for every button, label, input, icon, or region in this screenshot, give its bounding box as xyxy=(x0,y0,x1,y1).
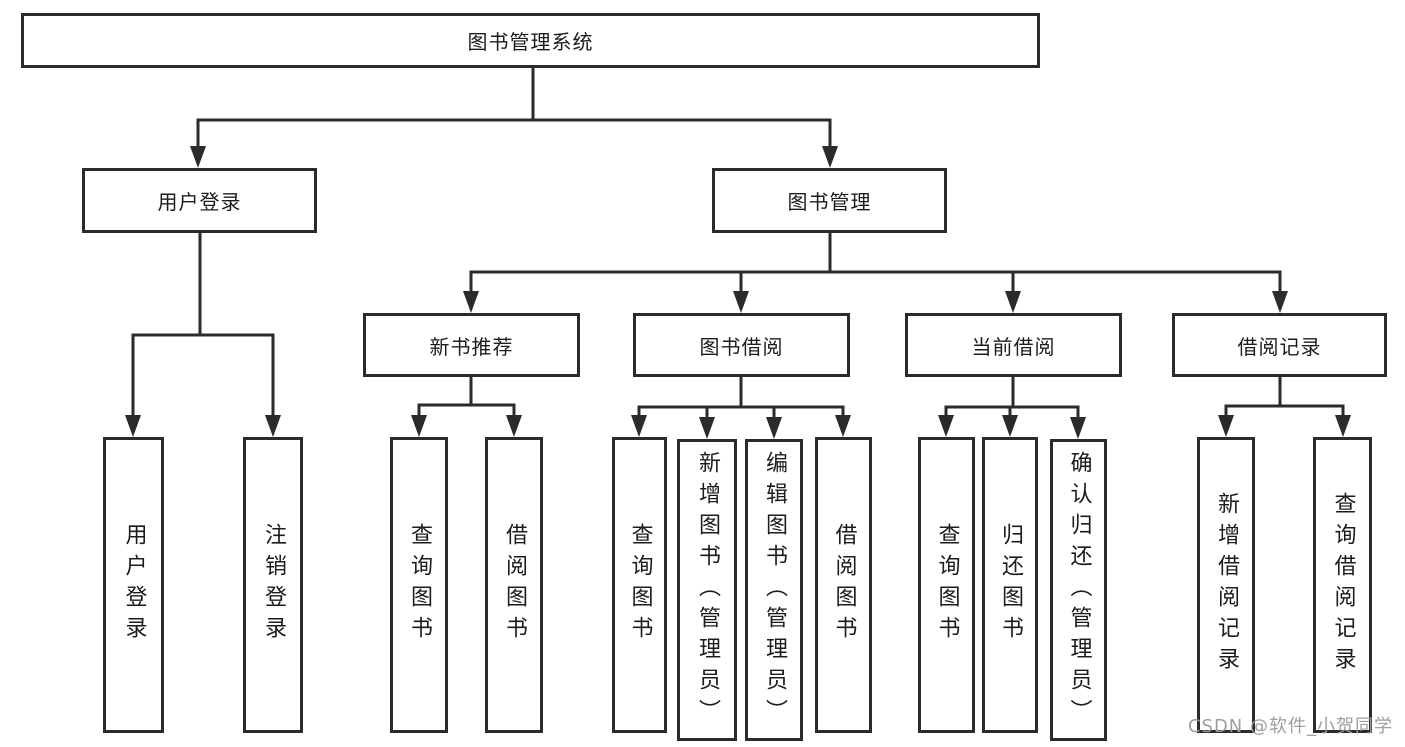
leaf-label: 查询图书 xyxy=(627,523,653,647)
watermark: CSDN @软件_小贺同学 xyxy=(1187,716,1393,737)
leaf-add-borrow-record: 新增借阅记录 xyxy=(1197,437,1255,733)
leaf-label: 确认归还（管理员） xyxy=(1066,450,1092,730)
node-label: 图书管理系统 xyxy=(467,30,594,54)
leaf-logout: 注销登录 xyxy=(243,437,303,733)
node-borrowing-records: 借阅记录 xyxy=(1172,313,1387,377)
leaf-label: 归还图书 xyxy=(998,523,1023,647)
leaf-label: 查询借阅记录 xyxy=(1330,492,1356,678)
leaf-edit-books-admin: 编辑图书（管理员） xyxy=(745,439,803,741)
node-book-borrowing: 图书借阅 xyxy=(633,313,850,377)
edge-current-borrow-branches xyxy=(944,405,1080,417)
leaf-query-books-borrowing: 查询图书 xyxy=(612,437,667,733)
leaf-label: 借阅图书 xyxy=(831,523,857,647)
leaf-add-books-admin: 新增图书（管理员） xyxy=(677,439,737,741)
leaf-confirm-return-admin: 确认归还（管理员） xyxy=(1050,439,1107,741)
leaf-label: 新增图书（管理员） xyxy=(695,450,720,730)
node-library-system: 图书管理系统 xyxy=(21,13,1040,68)
leaf-query-borrow-record: 查询借阅记录 xyxy=(1313,437,1372,733)
node-new-book-recommend: 新书推荐 xyxy=(363,313,580,377)
node-user-login: 用户登录 xyxy=(82,168,317,233)
leaf-borrow-books-borrowing: 借阅图书 xyxy=(815,437,872,733)
leaf-label: 借阅图书 xyxy=(502,523,527,647)
leaf-borrow-books-recommend: 借阅图书 xyxy=(485,437,543,733)
node-current-borrowing: 当前借阅 xyxy=(905,313,1122,377)
leaf-label: 新增借阅记录 xyxy=(1214,492,1239,678)
node-label: 用户登录 xyxy=(157,190,242,214)
edge-new-book-branches xyxy=(417,403,516,417)
node-label: 新书推荐 xyxy=(429,334,514,359)
leaf-label: 编辑图书（管理员） xyxy=(762,450,787,730)
leaf-label: 用户登录 xyxy=(121,523,147,647)
leaf-return-books: 归还图书 xyxy=(982,437,1038,733)
edge-book-borrow-branches xyxy=(637,405,845,417)
leaf-user-login: 用户登录 xyxy=(103,437,164,733)
leaf-query-books-recommend: 查询图书 xyxy=(390,437,448,733)
node-book-management: 图书管理 xyxy=(712,168,947,233)
leaf-label: 查询图书 xyxy=(934,523,960,647)
edge-user-login-branches xyxy=(131,333,275,417)
leaf-label: 查询图书 xyxy=(407,523,432,647)
leaf-label: 注销登录 xyxy=(261,523,286,647)
node-label: 图书管理 xyxy=(787,190,872,214)
node-label: 图书借阅 xyxy=(699,334,784,359)
edge-book-mgmt-branches xyxy=(469,270,1282,293)
node-label: 借阅记录 xyxy=(1237,334,1322,359)
edge-borrow-record-branches xyxy=(1224,404,1345,417)
leaf-query-books-current: 查询图书 xyxy=(918,437,975,733)
edge-root-branches xyxy=(196,118,832,148)
node-label: 当前借阅 xyxy=(971,334,1056,359)
